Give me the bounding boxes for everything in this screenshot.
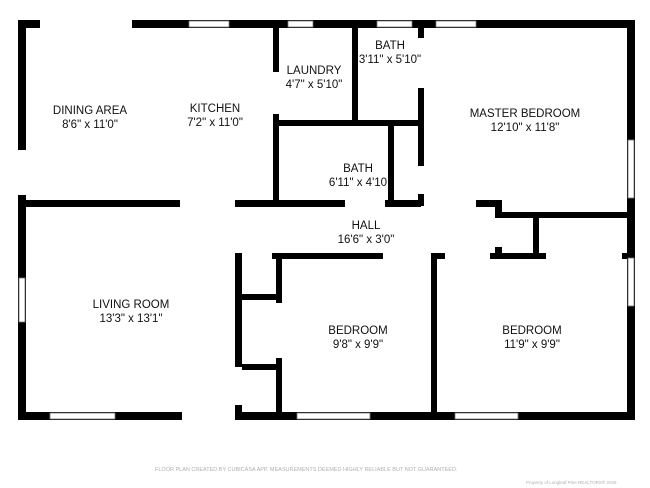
opening-dining-north: [40, 20, 132, 28]
room-size: 4'7" x 5'10": [285, 79, 343, 91]
wall-top: [18, 20, 635, 28]
room-size: 16'6" x 3'0": [337, 234, 395, 246]
room-size: 12'10" x 11'8": [490, 122, 560, 134]
room-hall: HALL 16'6" x 3'0": [338, 219, 395, 247]
room-name: HALL: [351, 220, 381, 232]
window-living-west: [18, 277, 26, 323]
room-bedroom-2: BEDROOM 11'9" x 9'9": [502, 324, 561, 352]
window-bath: [376, 20, 413, 28]
copyright-text: Property of Longleaf Pine REALTORS® 2025: [526, 480, 617, 485]
room-size: 13'3" x 13'1": [99, 313, 163, 325]
wall-closet-left-bottom: [235, 405, 242, 415]
wall-closet-shelf-1: [242, 294, 278, 300]
room-name: BATH: [375, 40, 405, 52]
wall-left: [18, 20, 26, 420]
room-master-bedroom: MASTER BEDROOM 12'10" x 11'8": [470, 107, 581, 135]
window-bedroom2-south: [454, 412, 519, 420]
wall-closet-left: [235, 253, 242, 367]
wall-mid-4: [476, 200, 502, 207]
openings: [18, 20, 132, 195]
wall-master-left: [418, 88, 424, 166]
room-name: BEDROOM: [502, 325, 562, 337]
window-master: [435, 20, 477, 28]
wall-hall-s-1: [272, 253, 383, 259]
wall-bedroom-left-top: [276, 253, 282, 303]
wall-hall-s-3: [490, 253, 546, 259]
room-kitchen: KITCHEN 7'2" x 11'0": [187, 102, 243, 130]
wall-hall-nub: [495, 247, 502, 255]
room-bedroom-1: BEDROOM 9'8" x 9'9": [328, 324, 387, 352]
wall-kitchen-laundry-lower: [273, 114, 279, 204]
room-bath-1: BATH 3'11" x 5'10": [359, 39, 421, 67]
room-size: 11'9" x 9'9": [504, 339, 560, 351]
room-size: 9'8" x 9'9": [332, 339, 384, 351]
windows: [18, 20, 635, 420]
wall-mid-2: [235, 200, 345, 207]
disclaimer-text: FLOOR PLAN CREATED BY CUBICASA APP. MEAS…: [155, 467, 458, 473]
room-size: 6'11" x 4'10: [328, 177, 388, 189]
room-bath-2: BATH 6'11" x 4'10: [329, 162, 387, 190]
wall-hall-s-2: [433, 253, 445, 259]
room-size: 3'11" x 5'10": [358, 54, 422, 66]
window-kitchen: [188, 20, 230, 28]
room-laundry: LAUNDRY 4'7" x 5'10": [286, 64, 343, 92]
room-name: DINING AREA: [52, 105, 128, 117]
wall-laundry-bath-horizontal: [279, 120, 421, 126]
window-master-east: [627, 139, 635, 199]
room-name: LIVING ROOM: [92, 299, 170, 311]
wall-closet: [533, 214, 539, 256]
window-bedroom-east: [627, 257, 635, 307]
wall-bedroom-divider: [431, 253, 437, 416]
wall-hall-s-4: [622, 253, 630, 259]
wall-bedroom-left-bottom: [276, 358, 282, 416]
room-name: KITCHEN: [189, 103, 241, 115]
wall-master-bottom: [495, 212, 630, 218]
room-living-room: LIVING ROOM 13'3" x 13'1": [93, 298, 170, 326]
window-laundry: [287, 20, 314, 28]
opening-dining-west: [18, 150, 26, 195]
room-size: 8'6" x 11'0": [62, 119, 118, 131]
wall-step: [495, 200, 502, 218]
wall-bath-right: [388, 122, 394, 204]
wall-laundry-bath: [352, 28, 358, 124]
wall-kitchen-laundry-upper: [273, 28, 279, 72]
room-name: BATH: [343, 163, 373, 175]
window-living-south: [49, 412, 116, 420]
room-name: MASTER BEDROOM: [469, 108, 581, 120]
room-dining-area: DINING AREA 8'6" x 11'0": [53, 104, 127, 132]
room-name: LAUNDRY: [286, 65, 342, 77]
wall-mid-1: [18, 200, 180, 207]
wall-mid-3: [385, 200, 421, 207]
room-name: BEDROOM: [328, 325, 388, 337]
wall-closet-shelf-2: [242, 364, 278, 370]
window-bedroom-south: [296, 412, 371, 420]
wall-master-left-top: [418, 28, 424, 38]
room-size: 7'2" x 11'0": [187, 117, 243, 129]
wall-right: [627, 20, 635, 420]
